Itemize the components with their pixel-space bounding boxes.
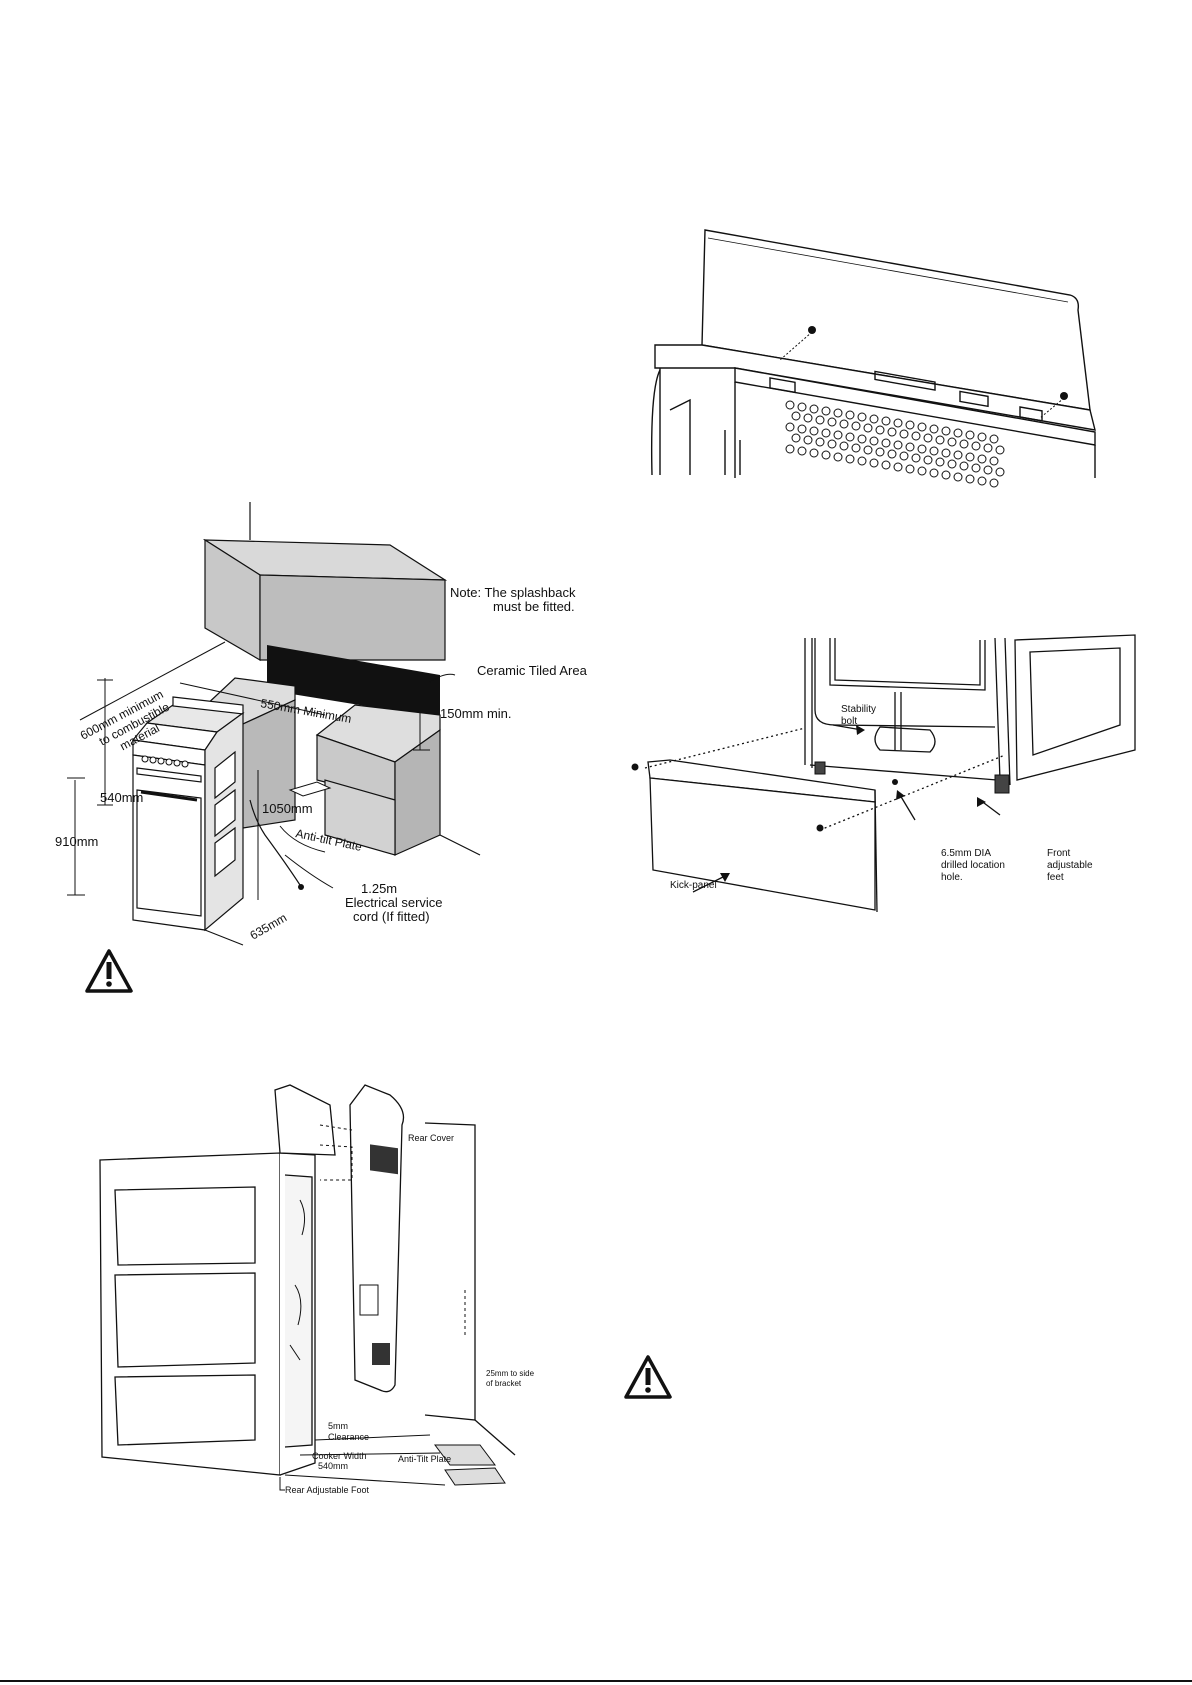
rear-adjustable-foot-label: Rear Adjustable Foot — [285, 1485, 370, 1495]
screw-icon — [631, 763, 639, 771]
kick-panel-figure: Stability bolt Kick-panel 6.5mm DIA dril… — [631, 634, 1136, 913]
note-text: must be fitted. — [493, 599, 575, 614]
ceramic-tiled-area-label: Ceramic Tiled Area — [477, 663, 588, 678]
side-bracket-label: 25mm to side — [486, 1369, 535, 1378]
stability-bolt-label: bolt — [841, 716, 857, 727]
screw-icon — [808, 326, 816, 334]
lid-rear-panel-figure — [650, 229, 1096, 488]
location-hole-label: hole. — [941, 872, 963, 883]
rear-cover-label: Rear Cover — [408, 1133, 454, 1143]
screw-icon — [892, 779, 898, 785]
front-feet-label: Front — [1047, 848, 1071, 859]
location-hole-label: 6.5mm DIA — [941, 848, 991, 859]
anti-tilt-plate-label: Anti-Tilt Plate — [398, 1454, 451, 1464]
cooker-width-label: Cooker Width — [312, 1451, 367, 1461]
side-bracket-label: of bracket — [486, 1379, 522, 1388]
stability-bolt-label: Stability — [841, 704, 876, 715]
height-1050-label: 1050mm — [262, 801, 313, 816]
screw-icon — [816, 824, 824, 832]
cord-label: Electrical service — [345, 895, 443, 910]
front-feet-label: adjustable — [1047, 860, 1093, 871]
clearance-label: Clearance — [328, 1432, 369, 1442]
rear-cover-figure: Rear Cover 25mm to side of bracket 5mm C… — [99, 1084, 535, 1495]
note-text: Note: The splashback — [450, 585, 576, 600]
page-footer-rule — [0, 1680, 1192, 1682]
kick-panel-label: Kick-panel — [670, 880, 717, 891]
location-hole-label: drilled location — [941, 860, 1005, 871]
installation-clearance-figure: Note: The splashback must be fitted. Cer… — [55, 502, 588, 946]
min-150-label: 150mm min. — [440, 706, 512, 721]
cord-length-label: 1.25m — [361, 881, 397, 896]
cooker-width-label: 540mm — [318, 1461, 348, 1471]
cord-label: cord (If fitted) — [353, 909, 430, 924]
clearance-label: 5mm — [328, 1421, 348, 1431]
front-feet-label: feet — [1047, 872, 1064, 883]
warning-triangle-icon — [624, 1355, 672, 1399]
depth-635-label: 635mm — [248, 910, 290, 942]
warning-triangle-icon — [85, 949, 133, 993]
height-910-label: 910mm — [55, 834, 98, 849]
width-540-label: 540mm — [100, 790, 143, 805]
screw-icon — [1060, 392, 1068, 400]
splashback — [267, 645, 440, 718]
